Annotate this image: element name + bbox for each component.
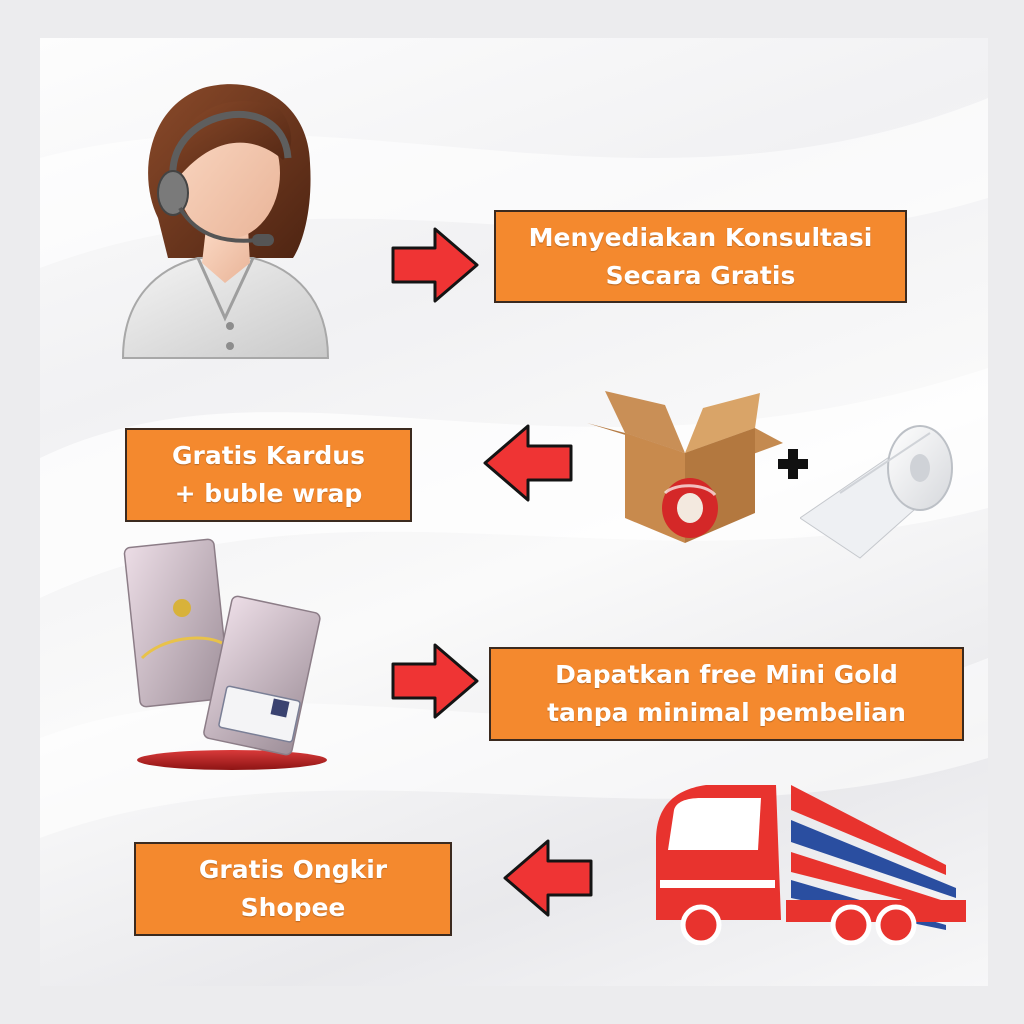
customer-service-agent-icon [121,84,330,359]
arrow-left-icon [503,839,593,917]
label-line: Shopee [240,893,346,922]
label-line: Dapatkan free Mini Gold [555,660,898,689]
arrow-left-icon [483,424,573,502]
bubble-wrap-roll-icon [800,425,953,559]
arrow-right-icon [391,643,479,719]
delivery-truck-icon [656,785,966,945]
cardboard-box-icon [587,391,783,543]
mini-gold-card-icon [123,538,327,770]
plus-icon [778,449,808,479]
label-line: Menyediakan Konsultasi [528,222,873,252]
label-free-box-bubble-wrap: Gratis Kardus + buble wrap [125,428,412,522]
label-free-consultation: Menyediakan Konsultasi Secara Gratis [494,210,907,303]
label-free-shipping: Gratis Ongkir Shopee [134,842,452,936]
label-line: Gratis Ongkir [198,855,388,884]
infographic-panel: Menyediakan Konsultasi Secara Gratis Gra… [40,38,988,986]
label-free-mini-gold: Dapatkan free Mini Gold tanpa minimal pe… [489,647,964,741]
arrow-right-icon [391,227,479,303]
label-line: Secara Gratis [605,260,796,290]
label-line: Gratis Kardus [172,441,365,470]
label-line: tanpa minimal pembelian [547,698,906,727]
label-line: + buble wrap [174,479,363,508]
